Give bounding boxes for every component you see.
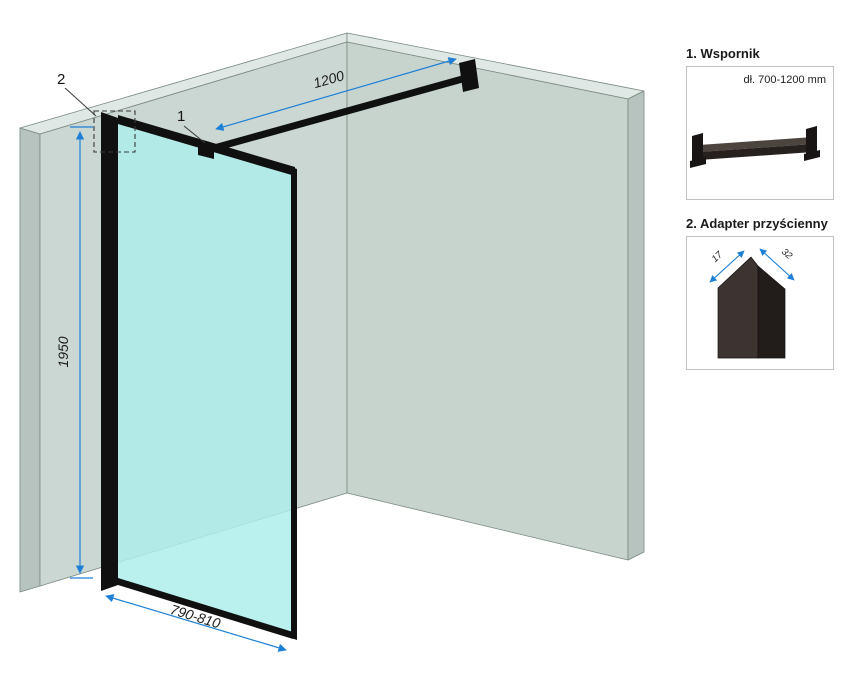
right-wall-side	[627, 90, 645, 561]
card-adapter: 2. Adapter przyścienny 17 32	[686, 216, 836, 370]
card-adapter-title: 2. Adapter przyścienny	[686, 216, 828, 231]
right-wall-face	[346, 41, 629, 561]
adapter-dim-32: 32	[779, 246, 795, 262]
main-scene: 1200 1950 790-810 2 1	[19, 32, 645, 652]
wall-profile	[101, 112, 118, 591]
support-bar-drawing	[690, 126, 820, 168]
bar-length-label: dł. 700-1200 mm	[743, 74, 826, 86]
glass-frame-right	[291, 167, 297, 640]
callout-1: 1	[177, 108, 206, 144]
glass-panel-assembly	[101, 112, 297, 640]
card-wspornik: 1. Wspornik dł. 700-1200 mm	[686, 46, 836, 200]
bar-glass-bracket	[198, 140, 214, 159]
adapter-highlight-box	[93, 110, 136, 153]
left-wall-side	[19, 127, 41, 593]
callout-2-label: 2	[57, 71, 65, 88]
card-wspornik-title: 1. Wspornik	[686, 46, 760, 61]
card-wspornik-box: dł. 700-1200 mm	[686, 66, 834, 200]
bar-wall-flange	[459, 59, 479, 92]
detail-panel: 1. Wspornik dł. 700-1200 mm 2. Adapter p…	[686, 46, 836, 386]
callout-2: 2	[57, 71, 136, 153]
glass-pane	[118, 121, 292, 636]
card-adapter-box: 17 32	[686, 236, 834, 370]
dim-height-label: 1950	[55, 336, 71, 367]
wall-adapter-drawing: 17 32	[709, 246, 795, 359]
callout-1-label: 1	[177, 108, 185, 125]
dim-1950: 1950	[55, 126, 93, 579]
adapter-dim-17: 17	[710, 249, 726, 265]
